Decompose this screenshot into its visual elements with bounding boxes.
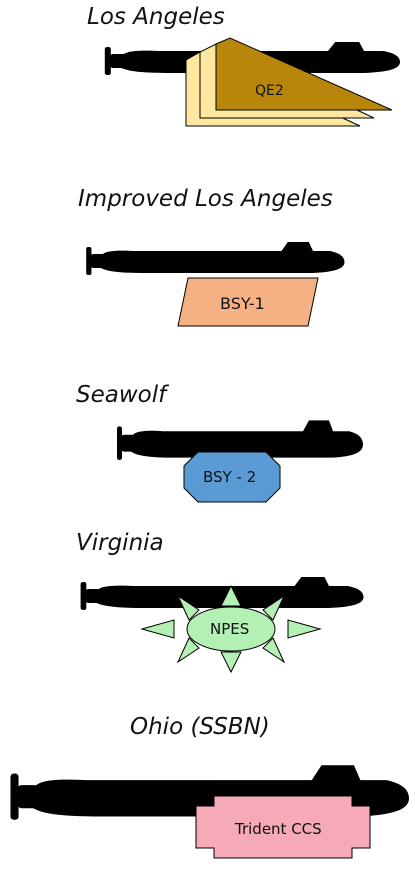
class-title-ohio: Ohio (SSBN) bbox=[130, 714, 270, 740]
label-trident-ccs: Trident CCS bbox=[235, 820, 322, 838]
label-npes: NPES bbox=[210, 620, 250, 638]
npes-sunburst bbox=[140, 584, 322, 674]
submarine-improved-los-angeles bbox=[86, 242, 345, 275]
label-bsy-1: BSY-1 bbox=[220, 294, 265, 313]
class-title-los-angeles: Los Angeles bbox=[87, 4, 225, 30]
label-bsy-2: BSY - 2 bbox=[203, 468, 257, 486]
class-title-seawolf: Seawolf bbox=[76, 382, 167, 408]
class-title-virginia: Virginia bbox=[76, 530, 164, 556]
label-qe2: QE2 bbox=[255, 83, 284, 99]
bsy-1-parallelogram bbox=[177, 277, 319, 327]
bsy-2-octagon bbox=[183, 451, 281, 503]
qe2-document-stack bbox=[185, 37, 393, 127]
trident-ccs-notched-box bbox=[195, 795, 371, 859]
class-title-improved-los-angeles: Improved Los Angeles bbox=[78, 186, 333, 212]
